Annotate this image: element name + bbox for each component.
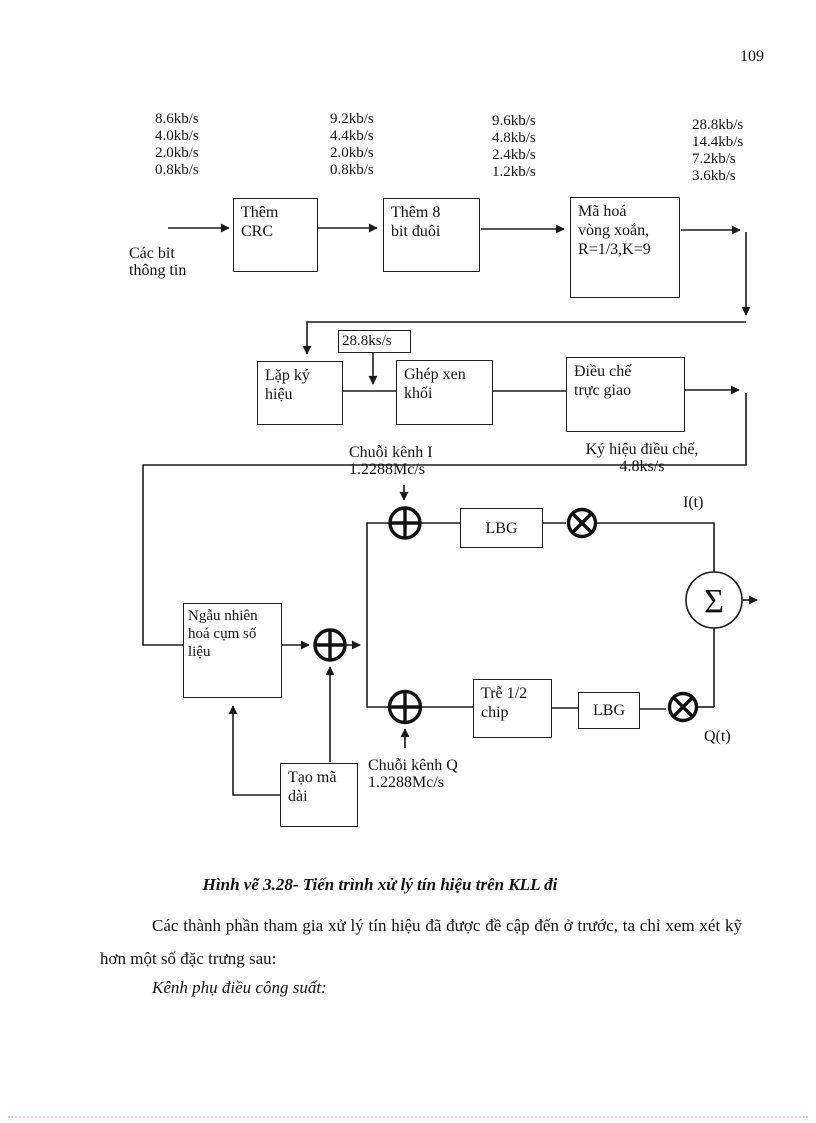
box-delay-half-chip: Trễ 1/2 chip bbox=[473, 679, 552, 738]
box-data-burst-randomizer: Ngẫu nhiên hoá cụm số liệu bbox=[183, 603, 282, 698]
box-lbg-q: LBG bbox=[578, 692, 640, 729]
body-subheading: Kênh phụ điều công suất: bbox=[152, 978, 327, 997]
adder-icon-i bbox=[388, 506, 422, 540]
figure-caption: Hình vẽ 3.28- Tiến trình xử lý tín hiệu … bbox=[202, 875, 558, 894]
box-add-tail-bits: Thêm 8 bit đuôi bbox=[383, 198, 480, 272]
rate-column-1: 8.6kb/s 4.0kb/s 2.0kb/s 0.8kb/s bbox=[155, 111, 199, 178]
body-paragraph: Các thành phần tham gia xử lý tín hiệu đ… bbox=[100, 916, 742, 968]
footer-dotted-line bbox=[8, 1116, 808, 1118]
page-number: 109 bbox=[740, 48, 764, 65]
sigma-symbol: Σ bbox=[704, 583, 724, 620]
adder-icon-q bbox=[387, 689, 423, 725]
label-channel-q: Chuỗi kênh Q 1.2288Mc/s bbox=[368, 757, 458, 791]
rate-column-2: 9.2kb/s 4.4kb/s 2.0kb/s 0.8kb/s bbox=[330, 111, 374, 178]
label-mod-symbol: Ký hiệu điều chế, 4.8ks/s bbox=[585, 441, 699, 475]
box-block-interleaver: Ghép xen khối bbox=[396, 360, 493, 425]
connector-lines bbox=[142, 223, 758, 796]
label-channel-i: Chuỗi kênh I 1.2288Mc/s bbox=[349, 444, 433, 478]
adder-icon-mid bbox=[313, 628, 347, 662]
figure-connectors: Σ bbox=[142, 223, 758, 796]
box-symbol-repeat: Lặp ký hiệu bbox=[257, 361, 343, 425]
rate-column-4: 28.8kb/s 14.4kb/s 7.2kb/s 3.6kb/s bbox=[692, 117, 744, 184]
multiplier-icon-q bbox=[667, 691, 699, 723]
label-q-t: Q(t) bbox=[704, 728, 731, 745]
label-input-bits: Các bit thông tin bbox=[129, 245, 187, 279]
box-long-code-generator: Tạo mã dài bbox=[280, 763, 358, 827]
box-lbg-i: LBG bbox=[460, 508, 543, 548]
box-rate-28-8ks: 28.8ks/s bbox=[338, 330, 411, 353]
box-convolutional-encoder: Mã hoá vòng xoắn, R=1/3,K=9 bbox=[570, 197, 680, 298]
multiplier-icon-i bbox=[566, 507, 598, 539]
summer-node: Σ bbox=[685, 571, 743, 629]
label-i-t: I(t) bbox=[683, 494, 704, 511]
box-add-crc: Thêm CRC bbox=[233, 198, 318, 272]
box-orthogonal-modulation: Điều chế trực giao bbox=[566, 357, 685, 432]
rate-column-3: 9.6kb/s 4.8kb/s 2.4kb/s 1.2kb/s bbox=[492, 113, 536, 180]
